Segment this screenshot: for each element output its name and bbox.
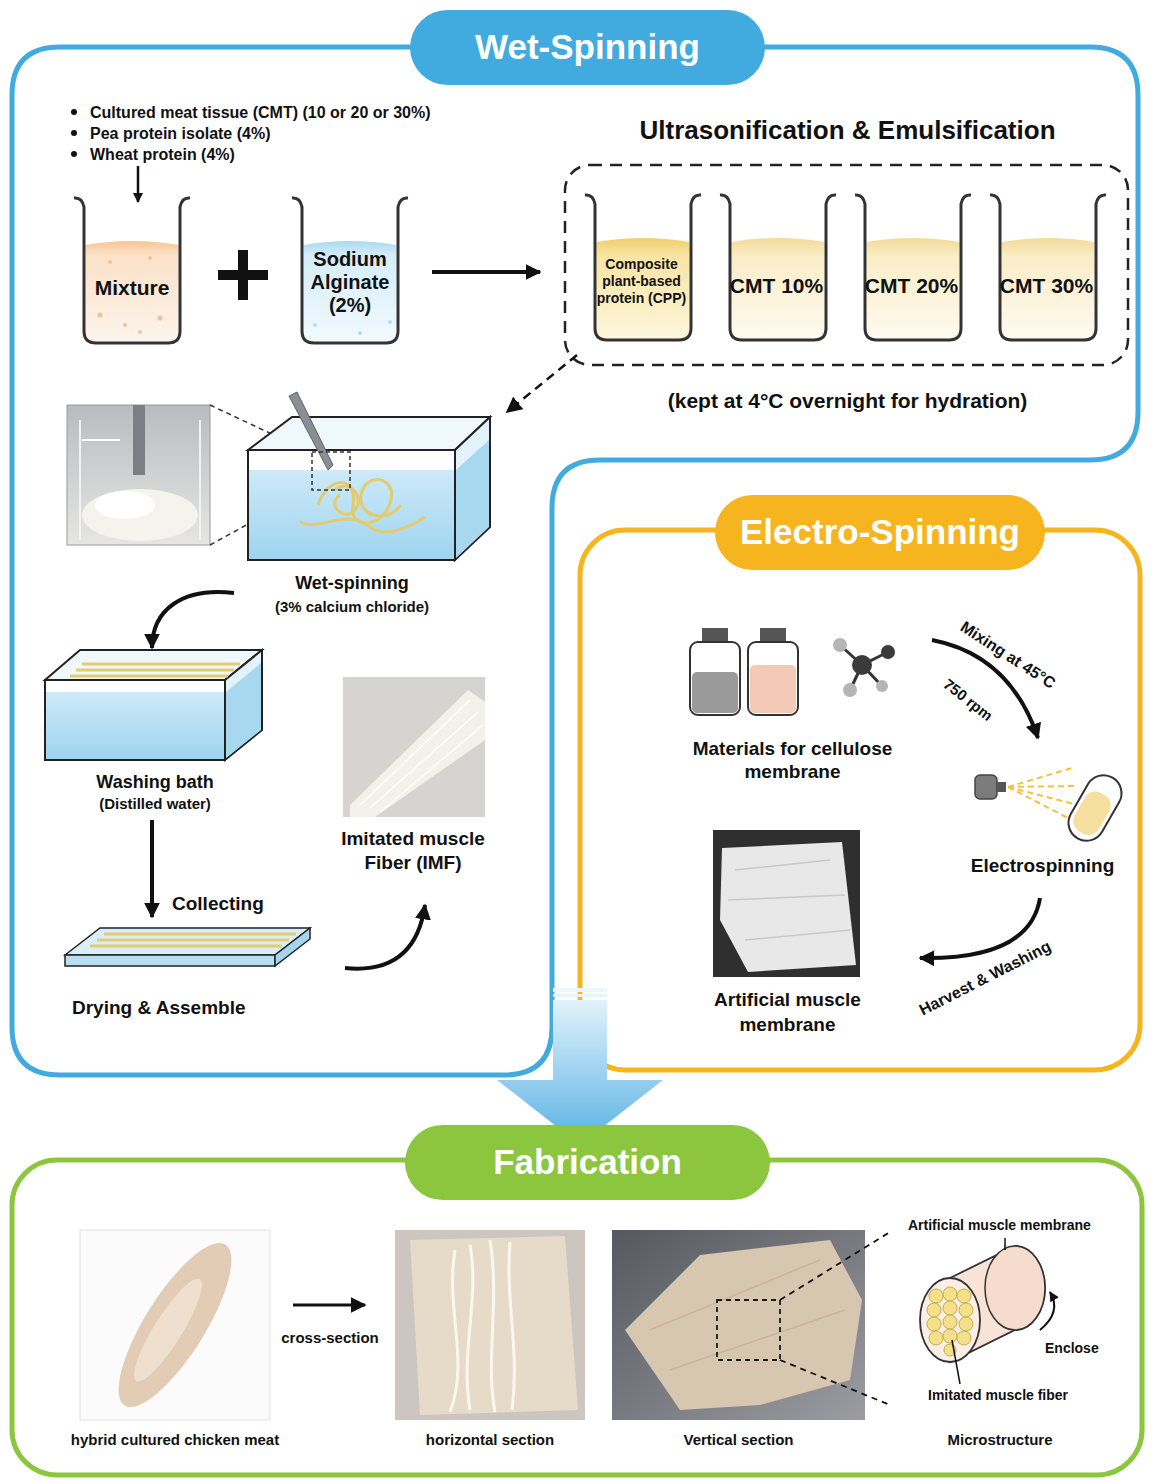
panel-title: Fabrication — [493, 1143, 682, 1182]
edge-label: Harvest & Washing — [916, 936, 1054, 1019]
drying-plate: Drying & Assemble — [60, 920, 330, 1020]
node-text: Materials for cellulose membrane — [680, 737, 905, 783]
part-label: Enclose — [1045, 1340, 1099, 1357]
beaker: Mixture — [72, 195, 192, 345]
node-text: Microstructure — [885, 1431, 1115, 1449]
connector-arrow — [293, 1304, 365, 1307]
node-text: (Distilled water) — [40, 795, 270, 813]
node-text: Imitated muscle Fiber (IMF) — [328, 827, 498, 875]
node-text: Electrospinning — [960, 855, 1125, 878]
node-text: Wet-spinning — [222, 573, 482, 595]
title-pill: Electro-Spinning — [715, 495, 1045, 570]
beaker: CMT 20% — [853, 190, 970, 345]
beaker: CMT 30% — [988, 190, 1105, 345]
node-text: Composite plant-based protein (CPP) — [593, 256, 690, 306]
part-label: Artificial muscle membrane — [908, 1217, 1091, 1234]
panel-title: Electro-Spinning — [740, 513, 1020, 552]
beaker: CMT 10% — [718, 190, 835, 345]
node-text: CMT 30% — [988, 273, 1105, 298]
speed-text: 750 rpm — [940, 675, 996, 725]
ingredient-text: Pea protein isolate (4%) — [90, 124, 271, 143]
node-text: hybrid cultured chicken meat — [60, 1431, 290, 1449]
ingredient-text: Wheat protein (4%) — [90, 145, 235, 164]
connector-arrow — [345, 905, 425, 969]
connector-arrow — [780, 1232, 890, 1405]
materials-icon: Materials for cellulose membrane — [680, 630, 905, 790]
edge-label: Collecting — [172, 893, 264, 916]
node-text: CMT 20% — [853, 273, 970, 298]
edge-label: cross-section — [281, 1329, 379, 1347]
beaker: Composite plant-based protein (CPP) — [583, 190, 700, 345]
washing-bath: Washing bath(Distilled water) — [40, 645, 270, 815]
ingredient-text: Cultured meat tissue (CMT) (10 or 20 or … — [90, 103, 431, 122]
node-text: horizontal section — [380, 1431, 600, 1449]
photo-box: Vertical section — [607, 1228, 870, 1458]
spinning-bath: Wet-spinning (3% calcium chloride) — [222, 415, 482, 620]
title-pill: Fabrication — [405, 1125, 770, 1200]
connector-arrow — [432, 270, 540, 274]
process-panel: Fabricationhybrid cultured chicken meath… — [12, 1160, 1142, 1475]
node-text: (3% calcium chloride) — [222, 598, 482, 616]
part-label: Imitated muscle fiber — [928, 1387, 1068, 1404]
node-text: Vertical section — [607, 1431, 870, 1449]
panel-title: Wet-Spinning — [475, 28, 700, 67]
photo-box: Artificial muscle membrane — [705, 828, 870, 1043]
connector-arrow — [507, 355, 577, 412]
title-pill: Wet-Spinning — [410, 10, 765, 85]
device-icon: Electrospinning — [960, 760, 1125, 880]
connector-arrow — [152, 592, 234, 648]
structure-diagram: Microstructure — [885, 1212, 1115, 1457]
photo-box: horizontal section — [380, 1228, 600, 1458]
node-text: (kept at 4°C overnight for hydration) — [565, 388, 1130, 413]
node-text: Ultrasonification & Emulsification — [565, 115, 1130, 146]
node-text: Drying & Assemble — [72, 997, 322, 1020]
process-panel: Electro-SpinningMaterials for cellulose … — [580, 530, 1140, 1070]
dashed-group: Ultrasonification & Emulsification (kept … — [565, 115, 1130, 415]
node-text: Artificial muscle membrane — [705, 988, 870, 1037]
node-text: Mixture — [72, 275, 192, 300]
photo-box: Imitated muscle Fiber (IMF) — [328, 675, 498, 880]
node-text: CMT 10% — [718, 273, 835, 298]
connector-arrow — [150, 820, 154, 917]
node-text: Washing bath — [40, 772, 270, 794]
photo-box: hybrid cultured chicken meat — [60, 1228, 290, 1458]
block-arrow — [497, 988, 663, 1145]
node-text: Sodium Alginate (2%) — [300, 248, 400, 317]
beaker: Sodium Alginate (2%) — [290, 195, 410, 345]
